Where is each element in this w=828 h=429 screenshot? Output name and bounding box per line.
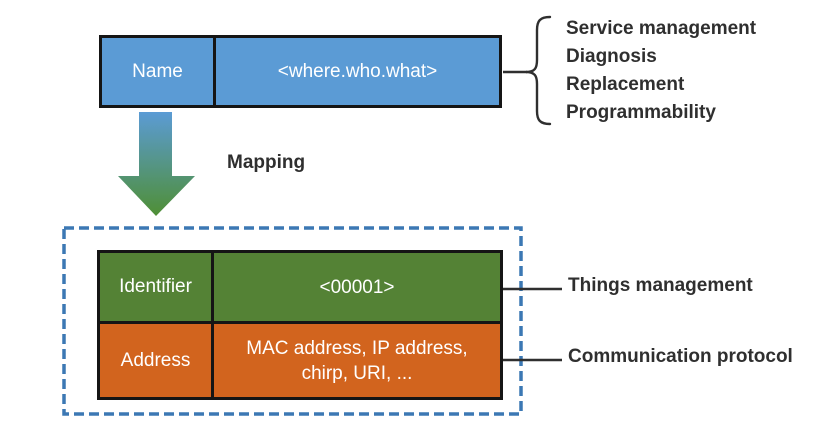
name-value-cell: <where.who.what> (216, 38, 499, 105)
address-row: Address MAC address, IP address, chirp, … (100, 324, 500, 397)
identifier-key-label: Identifier (119, 276, 192, 297)
name-table: Name <where.who.what> (99, 35, 502, 108)
name-annotation-list: Service management Diagnosis Replacement… (566, 15, 756, 127)
annotation-programmability: Programmability (566, 102, 716, 123)
dashed-boundary-box (62, 226, 523, 416)
things-management-label: Things management (568, 275, 753, 296)
name-key-label: Name (132, 60, 183, 82)
identifier-value-cell: <00001> (214, 253, 500, 321)
identifier-key-cell: Identifier (100, 253, 214, 321)
address-value-cell: MAC address, IP address, chirp, URI, ... (214, 324, 500, 397)
annotation-diagnosis: Diagnosis (566, 46, 657, 67)
address-value-line2: chirp, URI, ... (301, 362, 413, 384)
identifier-value-text: <00001> (319, 276, 395, 298)
name-key-cell: Name (102, 38, 216, 105)
address-key-label: Address (120, 349, 191, 371)
curly-brace-icon (525, 15, 552, 126)
annotation-service-management: Service management (566, 18, 757, 39)
mapping-label: Mapping (227, 152, 306, 173)
mapping-down-arrow-icon (118, 112, 195, 216)
annotation-replacement: Replacement (566, 74, 685, 95)
identifier-address-table: Identifier <00001> Address MAC address, … (97, 250, 503, 400)
identifier-row: Identifier <00001> (100, 253, 500, 324)
name-value-text: <where.who.what> (277, 61, 438, 82)
address-key-cell: Address (100, 324, 214, 397)
communication-protocol-label: Communication protocol (568, 346, 793, 367)
address-value-line1: MAC address, IP address, (246, 337, 468, 359)
